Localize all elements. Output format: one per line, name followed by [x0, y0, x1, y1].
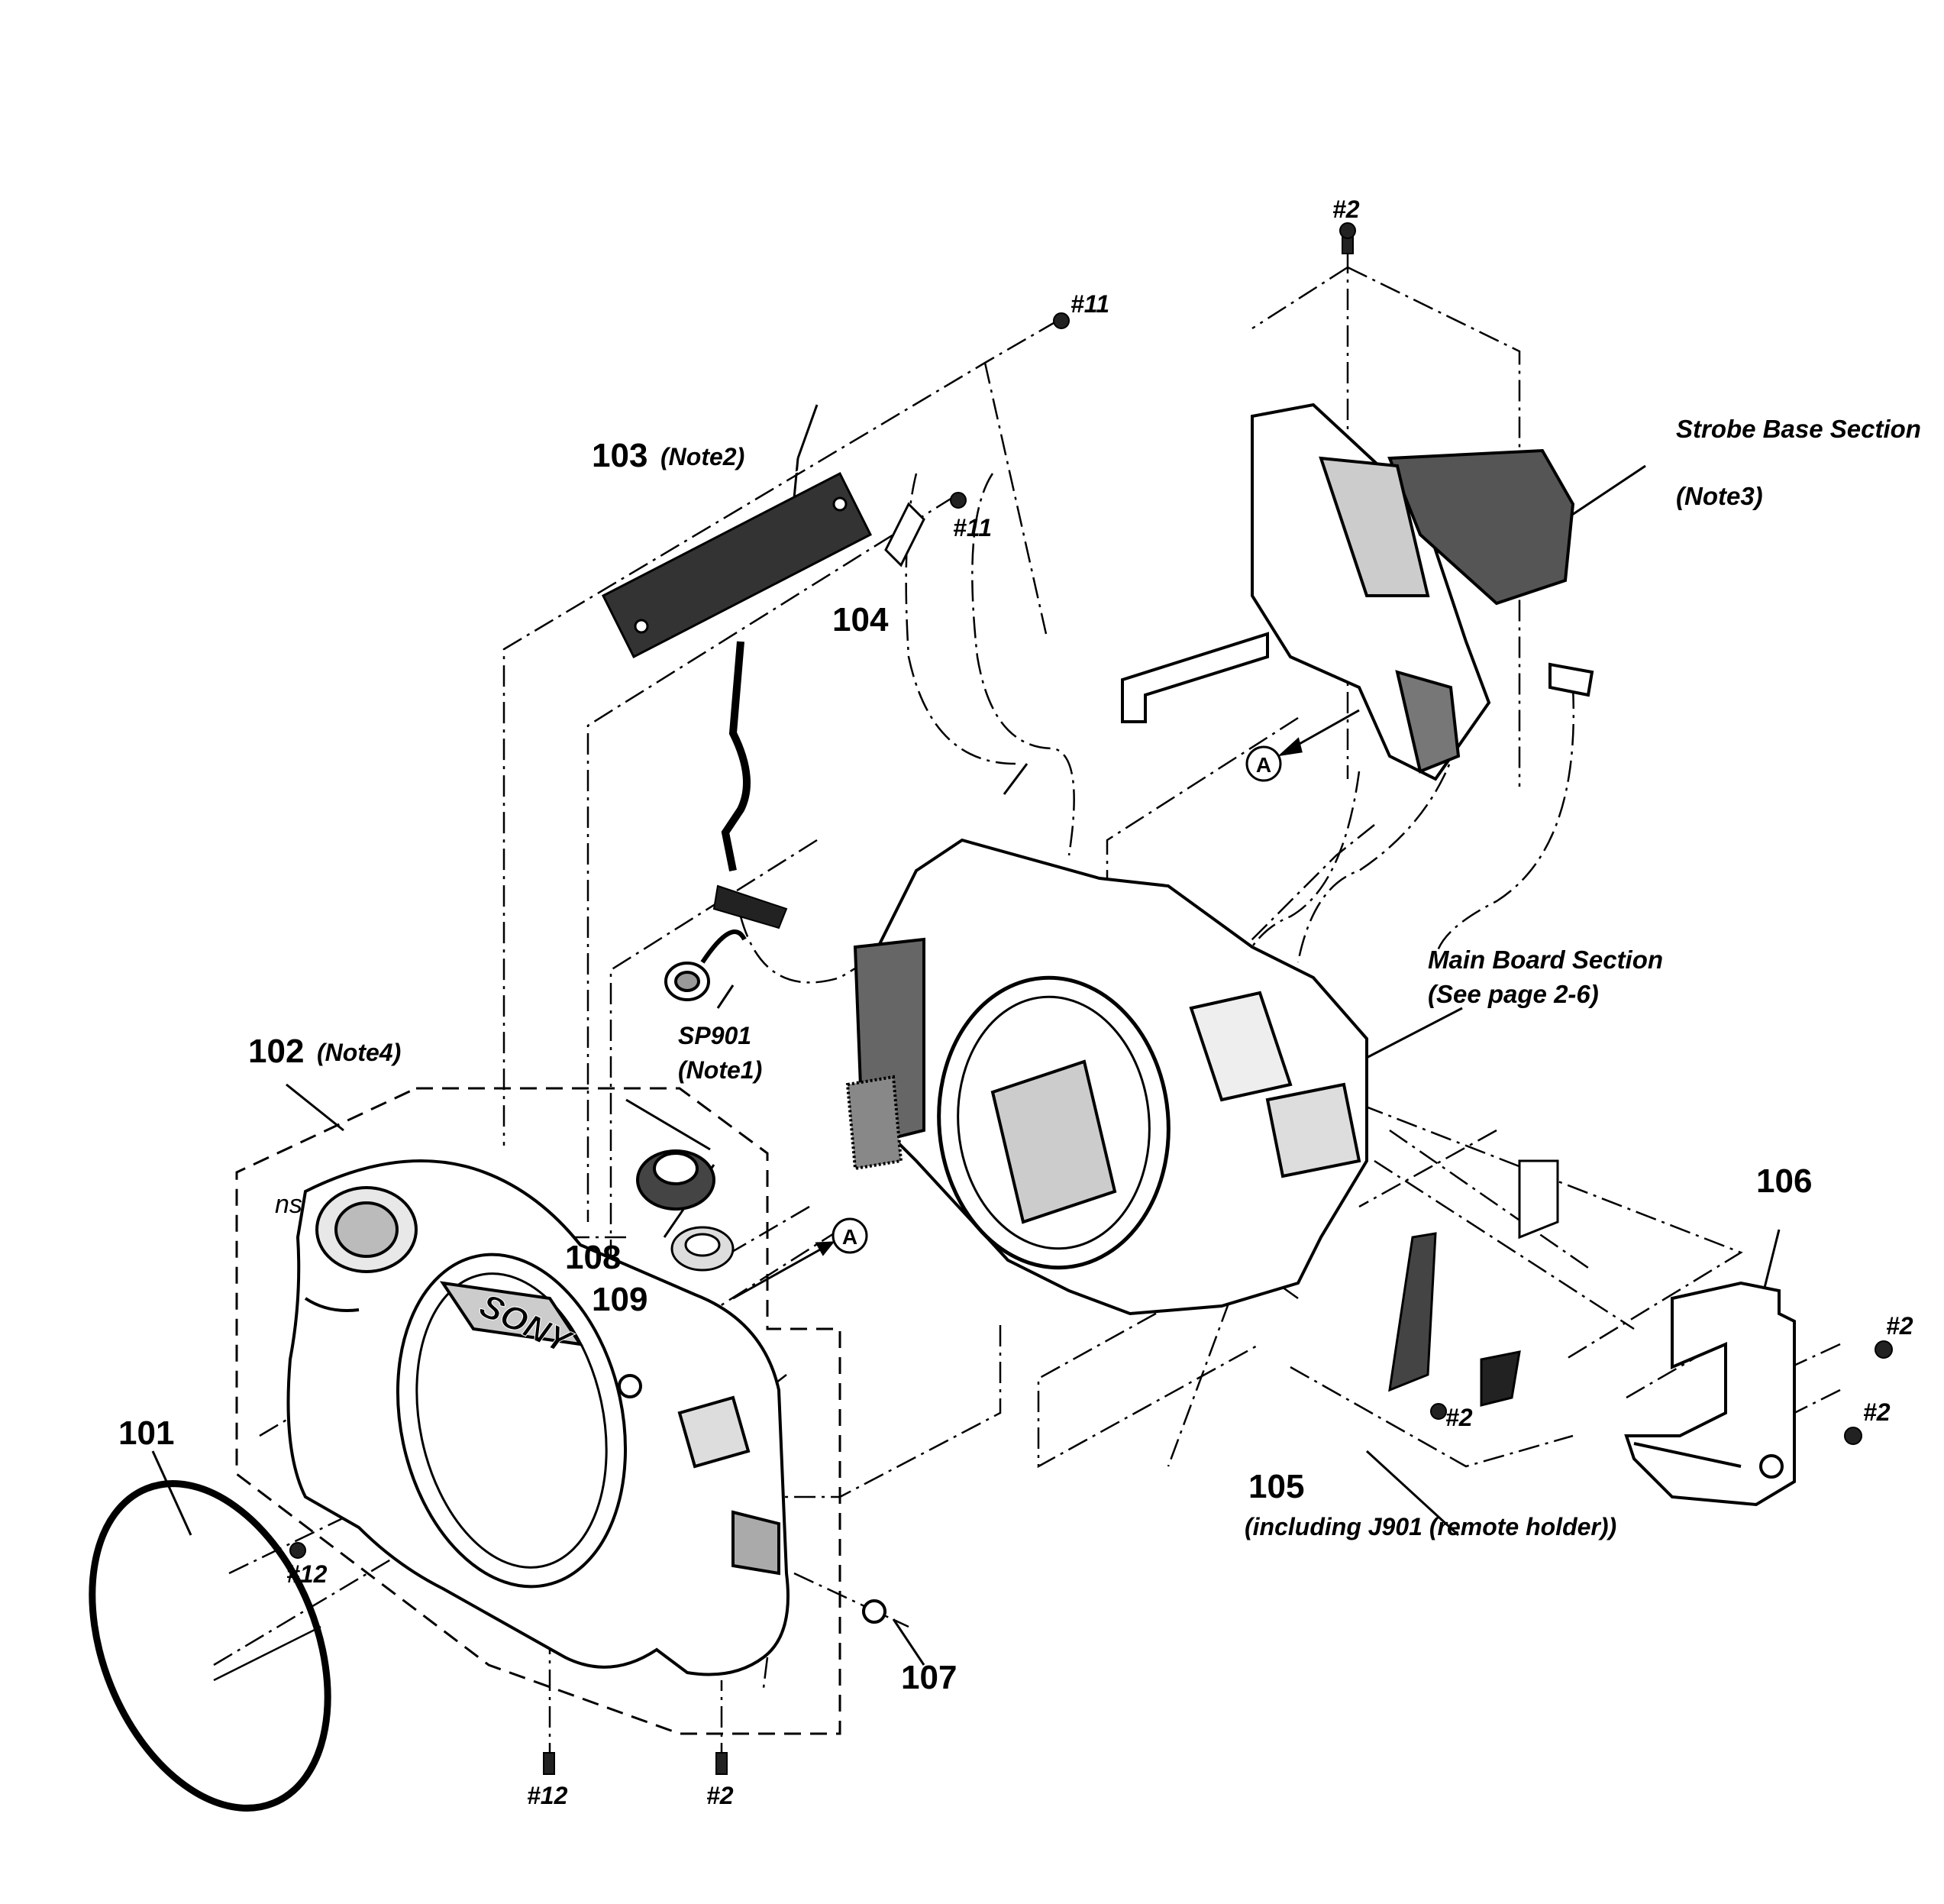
ref-marker-a-upper: A: [1245, 745, 1282, 782]
mode-dial-108: [636, 1149, 715, 1211]
ref-marker-a-upper-text: A: [1256, 753, 1271, 777]
bracket-106: [1624, 1281, 1796, 1507]
label-screw-11-mid: #11: [953, 514, 993, 541]
label-part-106: 106: [1756, 1162, 1813, 1200]
part-107: [862, 1599, 886, 1624]
label-ns: ns: [275, 1190, 302, 1219]
board-105: [1388, 1159, 1559, 1407]
label-strobe-note: (Note3): [1676, 482, 1763, 510]
label-part-107: 107: [901, 1659, 957, 1696]
label-part-103-note: (Note2): [660, 443, 745, 470]
label-screw-top: #2: [1332, 196, 1360, 223]
label-mainboard-section: Main Board Section: [1428, 946, 1664, 974]
part-104: [884, 502, 925, 567]
label-screw-105: #2: [1445, 1404, 1473, 1431]
label-part-104: 104: [832, 601, 889, 638]
strobe-base-assembly: [1121, 402, 1594, 781]
label-screw-right-upper: #2: [1886, 1312, 1913, 1340]
label-sp901: SP901: [678, 1022, 752, 1049]
label-screw-2-bottom: #2: [706, 1782, 734, 1809]
ref-marker-a-lower: A: [832, 1217, 868, 1254]
label-part-108: 108: [565, 1239, 622, 1276]
label-part-102-note: (Note4): [317, 1039, 402, 1066]
label-screw-12-left: #12: [286, 1560, 328, 1588]
dial-base-109: [670, 1226, 735, 1272]
label-part-105: 105: [1248, 1468, 1305, 1505]
label-screw-right-lower: #2: [1863, 1398, 1891, 1426]
label-screw-12-bottom: #12: [527, 1782, 568, 1809]
speaker-sp901: [664, 929, 747, 1001]
label-screw-11-top: #11: [1070, 290, 1110, 318]
flex-cable: [721, 641, 751, 871]
top-plate-103: [601, 465, 873, 659]
label-part-102: 102: [248, 1033, 305, 1070]
label-mainboard-ref: (See page 2-6): [1428, 980, 1599, 1008]
label-part-109: 109: [592, 1281, 648, 1318]
ref-marker-a-lower-text: A: [842, 1225, 857, 1249]
main-chassis: [845, 838, 1368, 1316]
label-part-101: 101: [118, 1414, 175, 1452]
label-part-103: 103: [592, 437, 648, 474]
label-sp901-note: (Note1): [678, 1056, 763, 1084]
label-part-105-desc: (including J901 (remote holder)): [1245, 1513, 1617, 1540]
o-ring-101: [89, 1480, 331, 1812]
front-cover-102: [286, 1159, 790, 1676]
label-strobe-section: Strobe Base Section: [1676, 415, 1921, 443]
front-cover-outline: [235, 1087, 841, 1735]
